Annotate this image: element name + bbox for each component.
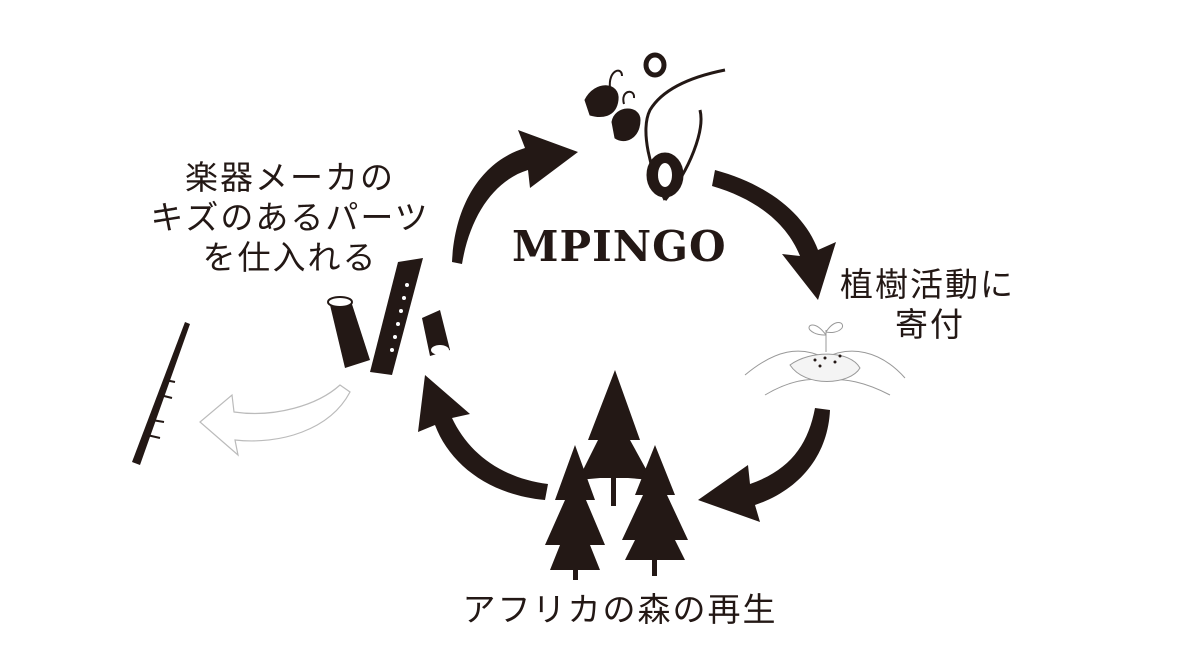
label-line: 楽器メーカの — [185, 158, 395, 197]
label-purchase-parts: 楽器メーカの キズのあるパーツ を仕入れる — [150, 158, 430, 278]
arrow-to-instrument — [199, 384, 351, 457]
accessories-icon — [584, 52, 726, 201]
forest-trees-icon — [545, 370, 688, 580]
arrow-to-forest — [698, 408, 830, 522]
arrow-to-accessories — [452, 130, 578, 264]
arrow-to-donation — [712, 170, 836, 300]
brand-title: MPINGO — [512, 222, 727, 271]
label-line: を仕入れる — [202, 238, 378, 277]
label-line: キズのあるパーツ — [150, 198, 430, 237]
label-donation: 植樹活動に 寄付 — [840, 265, 1040, 345]
instrument-parts-icon — [327, 258, 450, 375]
label-line: 寄付 — [895, 305, 965, 344]
arrow-to-parts — [418, 375, 548, 500]
label-line: 植樹活動に — [840, 265, 1015, 304]
label-line: アフリカの森の再生 — [462, 590, 778, 629]
oboe-icon — [132, 322, 190, 465]
label-forest-regeneration: アフリカの森の再生 — [440, 590, 800, 630]
